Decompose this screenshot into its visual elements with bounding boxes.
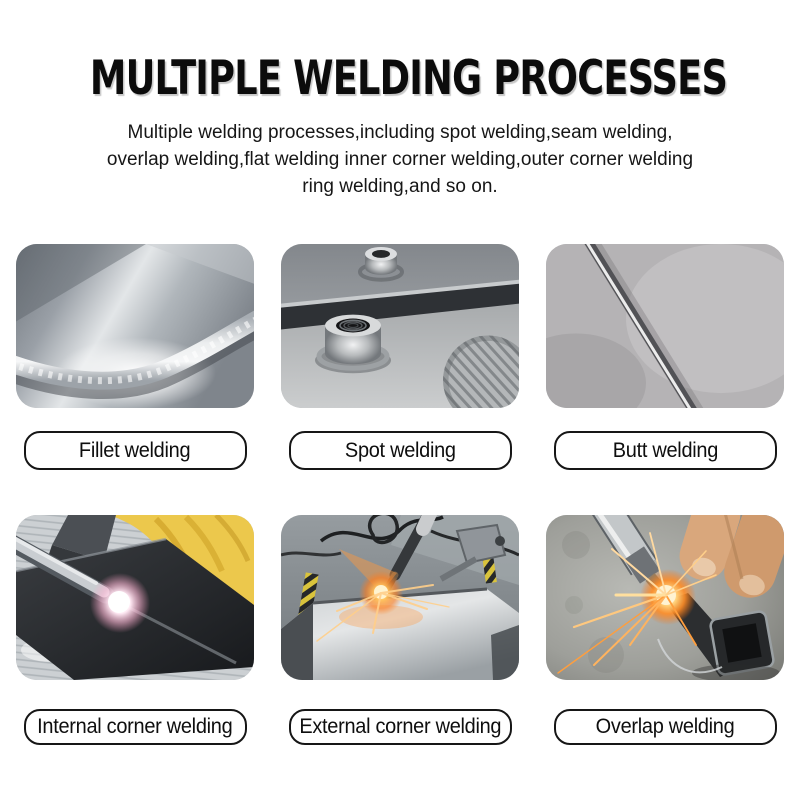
overlap-weld-illustration	[546, 515, 784, 680]
overlap-welding-label-button[interactable]: Overlap welding	[553, 709, 777, 745]
spot-welding-label-button[interactable]: Spot welding	[288, 431, 512, 470]
butt-welding-label: Butt welding	[612, 438, 718, 462]
internal-corner-welding-label: Internal corner welding	[37, 715, 233, 738]
overlap-welding-photo	[546, 515, 784, 680]
internal-corner-welding-photo	[16, 515, 254, 680]
subtitle-line-2: overlap welding,flat welding inner corne…	[106, 149, 694, 170]
fillet-welding-label-button[interactable]: Fillet welding	[23, 431, 247, 470]
external-corner-weld-illustration	[281, 515, 519, 680]
process-card-butt: Butt welding	[546, 244, 784, 470]
butt-weld-illustration	[546, 244, 784, 408]
process-card-internal: Internal corner welding	[16, 515, 254, 745]
spot-weld-illustration	[281, 244, 519, 408]
external-corner-welding-label-button[interactable]: External corner welding	[288, 709, 512, 745]
external-corner-welding-label: External corner welding	[299, 715, 501, 738]
internal-corner-weld-illustration	[16, 515, 254, 680]
process-card-fillet: Fillet welding	[16, 244, 254, 470]
overlap-welding-label: Overlap welding	[595, 715, 735, 738]
fillet-weld-illustration	[16, 244, 254, 408]
subtitle: Multiple welding processes,including spo…	[0, 119, 800, 200]
process-grid: Fillet welding	[16, 244, 784, 745]
process-card-spot: Spot welding	[281, 244, 519, 470]
spot-welding-photo	[281, 244, 519, 408]
external-corner-welding-photo	[281, 515, 519, 680]
butt-welding-photo	[546, 244, 784, 408]
fillet-welding-label: Fillet welding	[79, 438, 191, 462]
process-card-external: External corner welding	[281, 515, 519, 745]
spot-welding-label: Spot welding	[344, 438, 456, 462]
internal-corner-welding-label-button[interactable]: Internal corner welding	[23, 709, 247, 745]
fillet-welding-photo	[16, 244, 254, 408]
subtitle-line-3: ring welding,and so on.	[302, 176, 498, 197]
process-card-overlap: Overlap welding	[546, 515, 784, 745]
header: MULTIPLE WELDING PROCESSES Multiple weld…	[0, 0, 800, 200]
page-title: MULTIPLE WELDING PROCESSES	[89, 51, 728, 106]
butt-welding-label-button[interactable]: Butt welding	[553, 431, 777, 470]
subtitle-line-1: Multiple welding processes,including spo…	[127, 122, 673, 143]
